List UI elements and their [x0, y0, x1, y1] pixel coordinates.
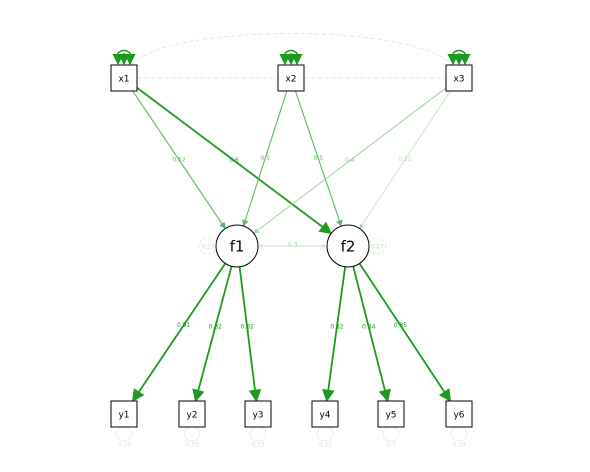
- residual-y6: [450, 426, 468, 442]
- node-f2: f2: [326, 224, 370, 268]
- variance-x2: [284, 49, 298, 54]
- path-f2-y6: [358, 263, 452, 403]
- path-label-x2-f1: 0.5: [260, 155, 270, 162]
- path-x3-f1: [253, 87, 447, 234]
- node-box-y2: [178, 400, 206, 428]
- path-label-x2-f2: 0.5: [314, 155, 324, 162]
- path-label-x1-f1: 0.52: [172, 156, 186, 163]
- path-label-f1-y1: 0.91: [177, 322, 191, 329]
- path-label-f1-y2: 0.82: [209, 323, 223, 330]
- path-x1-f2: [136, 87, 333, 235]
- residual-y1: [115, 426, 133, 442]
- residual-label-y1: 0.16: [117, 442, 131, 449]
- node-circle-f2: [326, 224, 370, 268]
- path-f1-y2: [192, 266, 233, 403]
- path-label-x1-f2: 0.6: [229, 157, 239, 164]
- node-box-y4: [311, 400, 339, 428]
- residual-label-y2: 0.33: [185, 442, 199, 449]
- residual-y5: [382, 426, 400, 442]
- node-label-y2: y2: [186, 411, 197, 421]
- node-layer: x1 x2 x3 y1 y2 y3 y4 y5 y6 f1 f2: [110, 64, 473, 428]
- path-f2-y4: [322, 266, 347, 403]
- variance-x3: [452, 49, 466, 54]
- node-y6: y6: [445, 400, 473, 428]
- node-label-y5: y5: [385, 411, 396, 421]
- path-x2-f1: [242, 90, 288, 227]
- path-label-x3-f1: 0.4: [345, 157, 355, 164]
- path-x2-f2: [294, 90, 343, 227]
- node-y1: y1: [110, 400, 138, 428]
- node-y5: y5: [377, 400, 405, 428]
- path-f1-y1: [131, 262, 227, 403]
- node-label-f1: f1: [230, 238, 245, 256]
- node-box-y5: [377, 400, 405, 428]
- residual-label-y6: 0.28: [452, 442, 466, 449]
- node-circle-f1: [215, 224, 259, 268]
- covariance-x1-x3: [131, 33, 452, 66]
- node-label-x1: x1: [118, 75, 129, 85]
- path-x3-f2: [359, 90, 451, 229]
- residual-label-y5: 0.3: [386, 442, 396, 449]
- node-box-x1: [110, 64, 138, 92]
- node-y2: y2: [178, 400, 206, 428]
- residual-label-f1: 0.27: [201, 244, 215, 251]
- residual-y2: [183, 426, 201, 442]
- node-x3: x3: [445, 64, 473, 92]
- node-box-y6: [445, 400, 473, 428]
- node-label-f2: f2: [341, 238, 356, 256]
- node-box-y3: [244, 400, 272, 428]
- path-label-f2-y6: 0.85: [394, 322, 408, 329]
- node-label-y3: y3: [252, 411, 263, 421]
- path-x1-f1: [132, 90, 226, 230]
- edge-label-layer: 0.52 0.6 0.5 0.5 0.4 0.25 0.91 0.82 0.82 0.82 0.84…: [117, 155, 466, 448]
- path-label-f1-y3: 0.82: [240, 324, 254, 331]
- covariance-layer: [131, 33, 452, 79]
- residual-label-f2: 0.27: [370, 244, 384, 251]
- node-label-x3: x3: [453, 75, 464, 85]
- node-x2: x2: [277, 64, 305, 92]
- node-y4: y4: [311, 400, 339, 428]
- residual-label-y3: 0.33: [251, 442, 265, 449]
- node-label-y1: y1: [118, 411, 129, 421]
- latent-covariance-label: 0.3: [288, 242, 298, 249]
- path-label-f2-y4: 0.82: [330, 324, 344, 331]
- edge-layer: [131, 87, 452, 403]
- path-label-f2-y5: 0.84: [362, 323, 376, 330]
- variance-x1: [117, 49, 131, 54]
- path-f1-y3: [238, 266, 262, 403]
- node-box-y1: [110, 400, 138, 428]
- residual-y3: [249, 426, 267, 442]
- node-label-y4: y4: [319, 411, 330, 421]
- node-label-y6: y6: [453, 411, 464, 421]
- node-x1: x1: [110, 64, 138, 92]
- node-y3: y3: [244, 400, 272, 428]
- path-label-x3-f2: 0.25: [398, 156, 412, 163]
- node-box-x3: [445, 64, 473, 92]
- residual-label-y4: 0.33: [318, 442, 332, 449]
- node-box-x2: [277, 64, 305, 92]
- residual-layer: [112, 49, 471, 442]
- node-f1: f1: [215, 224, 259, 268]
- path-f2-y5: [352, 266, 391, 403]
- node-label-x2: x2: [285, 75, 296, 85]
- residual-y4: [316, 426, 334, 442]
